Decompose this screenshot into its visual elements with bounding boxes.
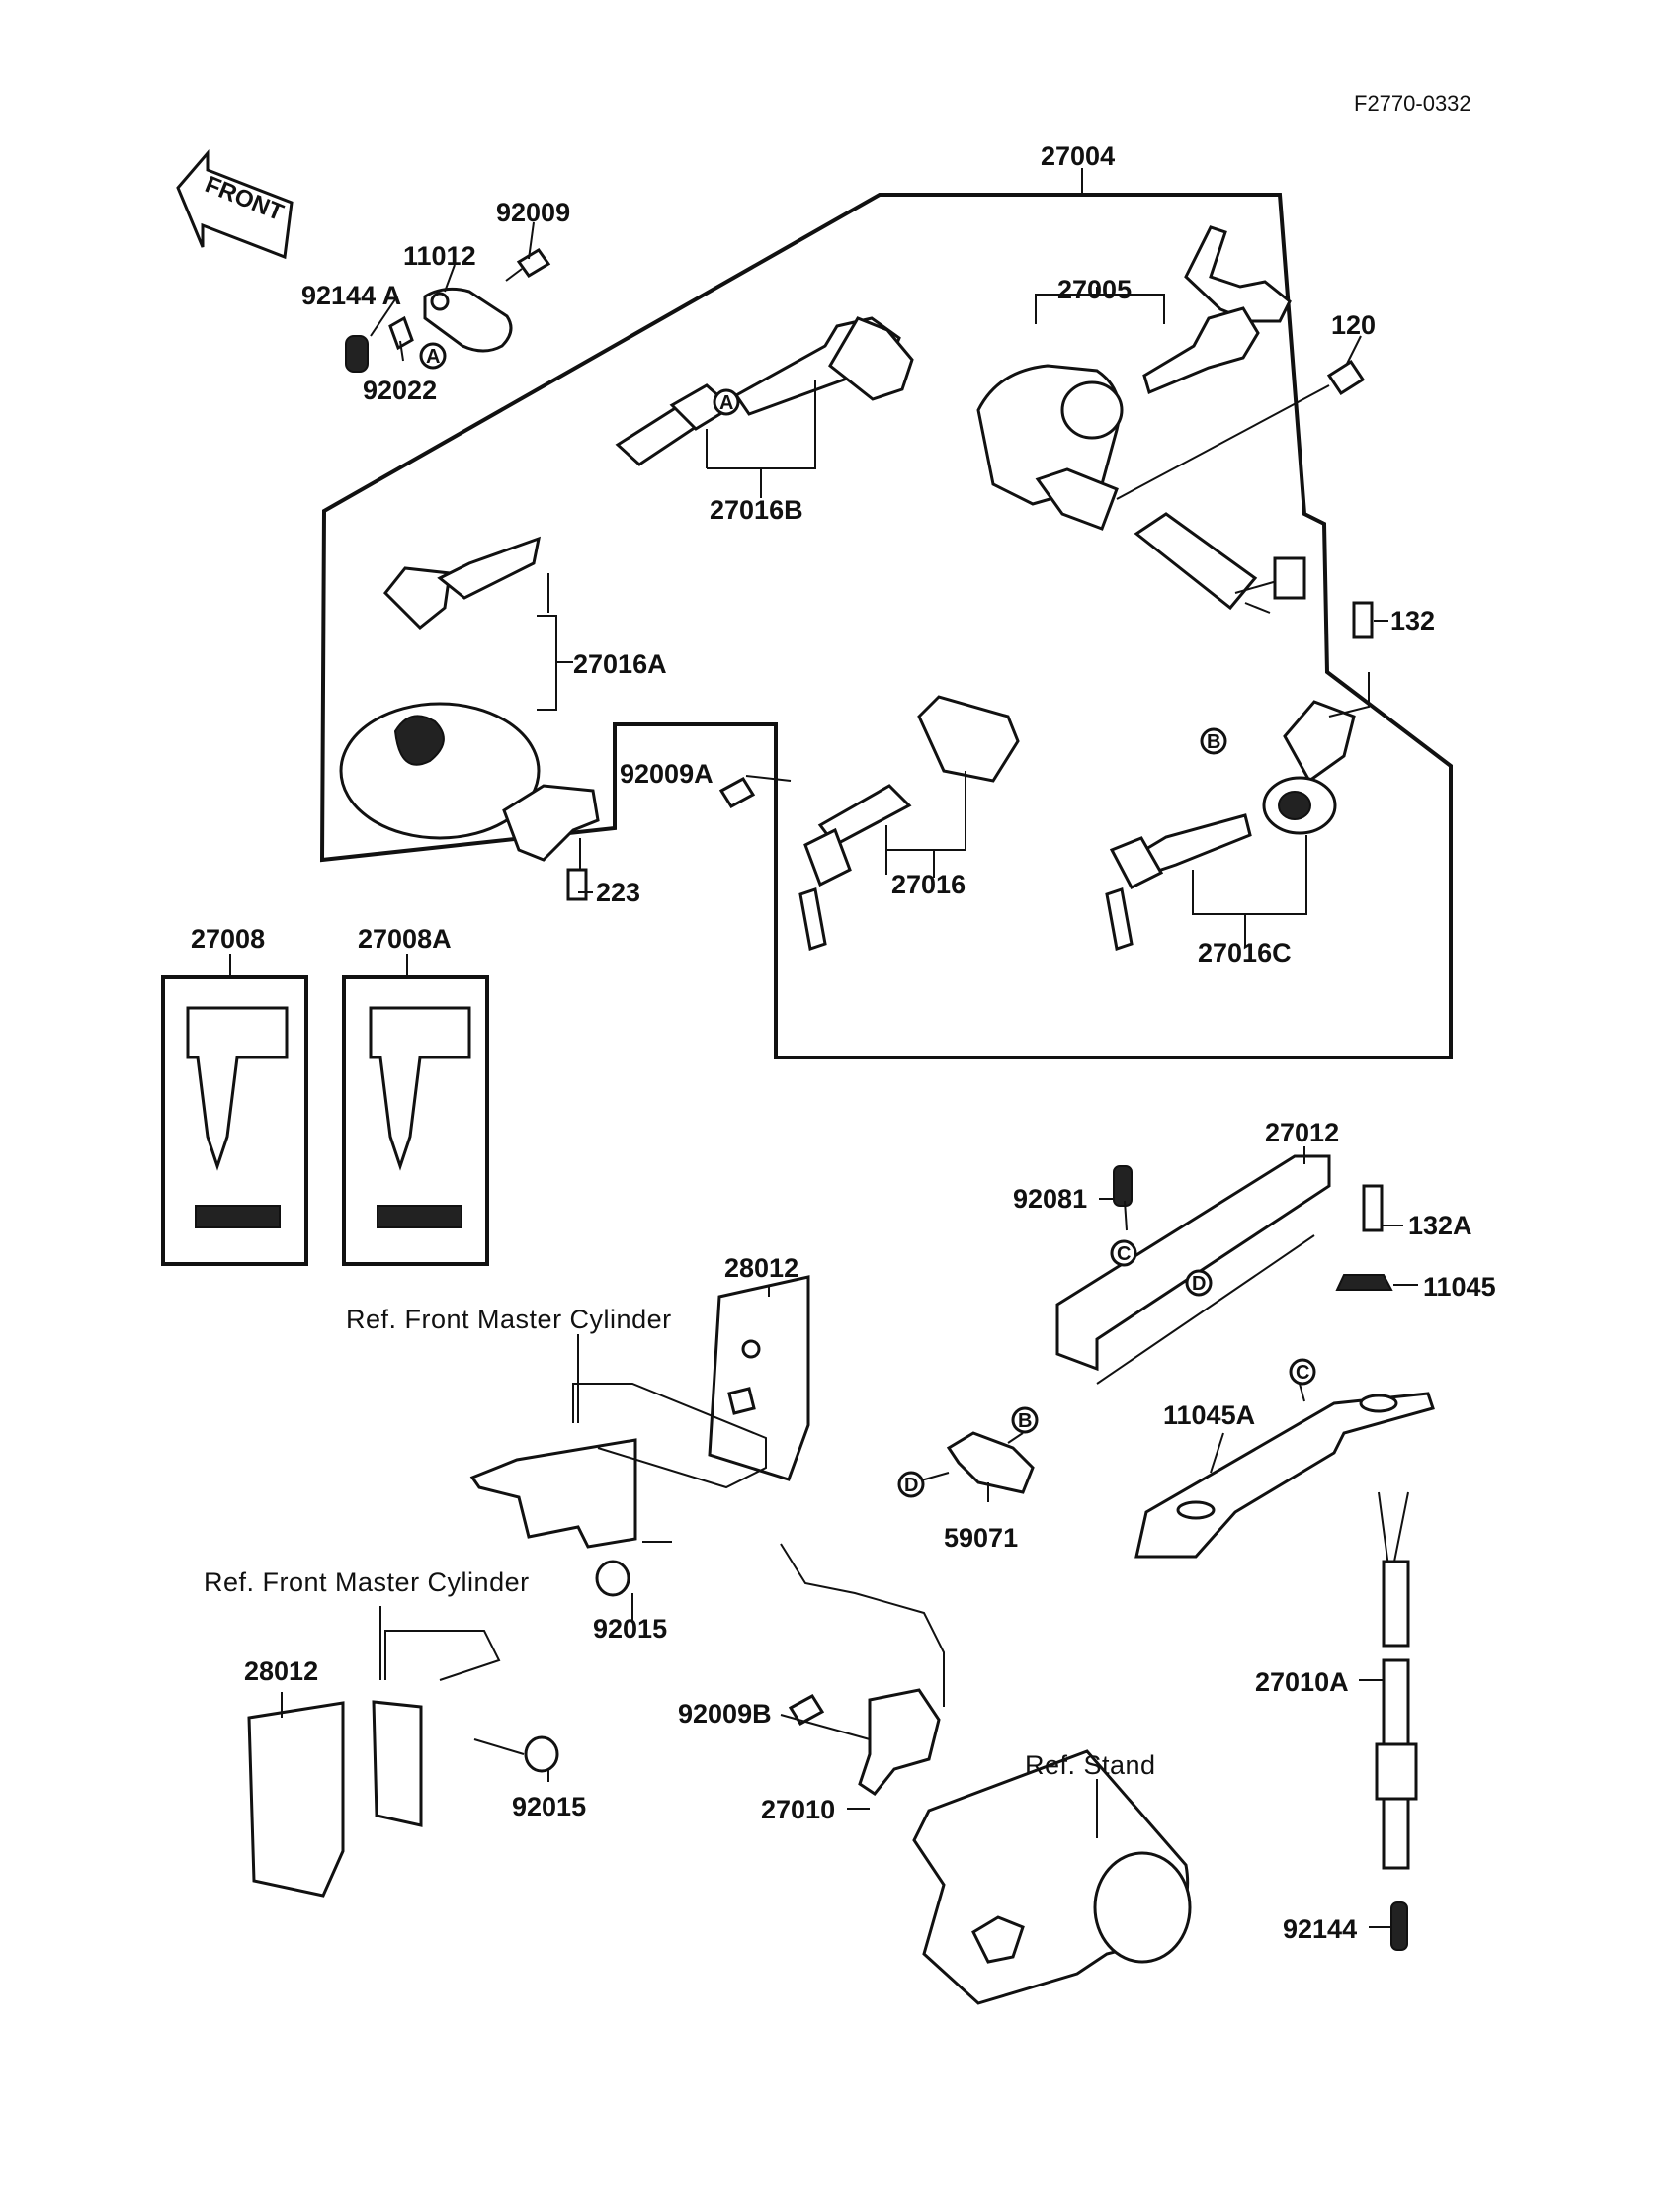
seat-lock-27016: [798, 695, 1020, 951]
label-27008A: 27008A: [358, 924, 452, 954]
label-27010: 27010: [761, 1795, 835, 1824]
svg-text:A: A: [719, 392, 733, 414]
callout-d-2: D: [897, 1471, 925, 1498]
callout-c-2: C: [1289, 1358, 1316, 1386]
bolt-132A: [1362, 1184, 1384, 1232]
label-28012-top: 28012: [724, 1253, 798, 1283]
fuel-cap-27016A: [339, 536, 600, 862]
svg-text:D: D: [1192, 1273, 1206, 1295]
callout-b-1: B: [1200, 727, 1227, 755]
svg-text:A: A: [426, 346, 440, 368]
label-92144: 92144: [1283, 1914, 1357, 1944]
svg-text:D: D: [904, 1475, 918, 1496]
label-27005: 27005: [1057, 275, 1132, 304]
label-27004: 27004: [1041, 141, 1115, 171]
ref-front-master-cylinder-top: Ref. Front Master Cylinder: [346, 1305, 672, 1334]
key-card-27008A: [342, 975, 489, 1266]
bolt-132: [1352, 601, 1374, 639]
screw-92009A: [718, 777, 756, 808]
label-27010A: 27010A: [1255, 1667, 1349, 1697]
stand-ref: [912, 1749, 1192, 2005]
bracket-27012: [1055, 1154, 1331, 1385]
label-27016: 27016: [891, 870, 966, 899]
key-card-27008: [161, 975, 308, 1266]
front-arrow-icon: FRONT: [176, 148, 294, 260]
svg-text:C: C: [1296, 1362, 1309, 1384]
label-27016B: 27016B: [710, 495, 803, 525]
label-132: 132: [1390, 606, 1435, 635]
label-92015-bottom: 92015: [512, 1792, 586, 1821]
label-132A: 132A: [1408, 1211, 1472, 1240]
screw-223: [566, 868, 588, 901]
callout-b-2: B: [1011, 1406, 1039, 1434]
ref-front-master-cylinder-bottom: Ref. Front Master Cylinder: [204, 1567, 530, 1597]
spring-92081: [1113, 1165, 1133, 1207]
plate-11045A: [1134, 1392, 1435, 1559]
switch-59071: [946, 1431, 1035, 1494]
switch-27010: [780, 1543, 945, 1797]
leader-lines: [229, 168, 1418, 1928]
label-27016C: 27016C: [1198, 938, 1292, 968]
spring-92144: [1390, 1901, 1408, 1951]
callout-c-1: C: [1110, 1239, 1137, 1267]
ignition-switch-27005: [976, 225, 1306, 614]
label-27012: 27012: [1265, 1118, 1339, 1147]
helmet-lock-27016C: [1105, 700, 1356, 951]
ref-stand: Ref. Stand: [1025, 1750, 1156, 1780]
label-92009A: 92009A: [620, 759, 714, 789]
label-92022: 92022: [363, 376, 437, 405]
label-28012-bottom: 28012: [244, 1656, 318, 1686]
screw-120: [1116, 359, 1366, 500]
label-92009: 92009: [496, 198, 570, 227]
svg-text:B: B: [1018, 1410, 1032, 1432]
bracket-front-master-cylinder-top: [469, 1383, 767, 1549]
label-11012: 11012: [403, 241, 476, 271]
label-92009B: 92009B: [678, 1699, 772, 1729]
svg-text:C: C: [1117, 1243, 1131, 1265]
callout-d-1: D: [1185, 1269, 1213, 1297]
kit-boundary-27004: [319, 193, 1453, 1059]
label-223: 223: [596, 878, 640, 907]
label-59071: 59071: [944, 1523, 1018, 1553]
nut-92015-bottom: [524, 1735, 559, 1773]
switch-27010A: [1375, 1491, 1418, 1870]
drawing-code: F2770-0332: [1354, 91, 1471, 116]
lock-27016B: [615, 316, 914, 466]
label-92144A: 92144 A: [301, 281, 401, 310]
svg-text:B: B: [1207, 731, 1220, 753]
label-92015-top: 92015: [593, 1614, 667, 1644]
washer-92022: [388, 315, 414, 351]
label-11045: 11045: [1423, 1272, 1496, 1302]
label-120: 120: [1331, 310, 1376, 340]
label-92081: 92081: [1013, 1184, 1087, 1214]
lock-plate-11012: [423, 287, 513, 353]
clip-11045: [1335, 1274, 1393, 1291]
screw-92009: [505, 248, 551, 282]
spring-92144A: [345, 335, 369, 373]
callout-a-1: A: [419, 342, 447, 370]
label-27016A: 27016A: [573, 649, 667, 679]
nut-92015-top: [595, 1560, 630, 1597]
reflector-28012-bottom: [247, 1630, 501, 1898]
reflector-28012-top: [708, 1275, 810, 1481]
callout-a-2: A: [713, 388, 740, 416]
label-27008: 27008: [191, 924, 265, 954]
label-11045A: 11045A: [1163, 1400, 1255, 1430]
